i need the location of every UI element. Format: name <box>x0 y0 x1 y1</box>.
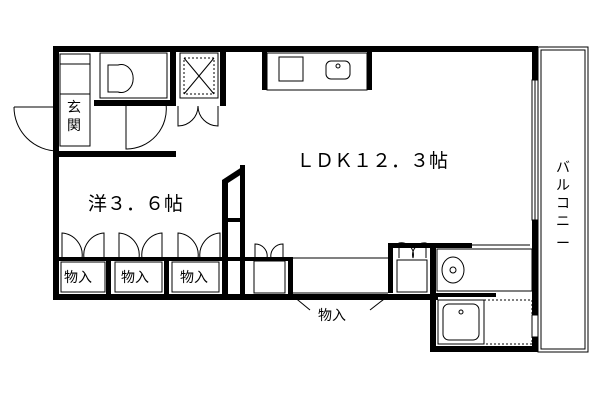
toilet-room <box>99 52 168 99</box>
entrance-label-1: 玄 <box>67 99 81 116</box>
kitchen-counter <box>266 52 368 91</box>
closet-label: 物入 <box>180 270 208 286</box>
closet-label: 物入 <box>64 270 92 286</box>
washer-pan <box>179 52 219 99</box>
svg-text:ー: ー <box>556 236 570 252</box>
svg-text:ニ: ニ <box>556 214 570 230</box>
door-swing <box>125 103 167 150</box>
bathtub-icon <box>437 299 485 345</box>
entry-door-swing <box>13 106 59 152</box>
closet-label: 物入 <box>121 270 149 286</box>
sink-icon <box>325 60 351 80</box>
closet-label: 物入 <box>318 308 346 324</box>
ldk-label: ＬＤＫ１２．３帖 <box>296 150 448 172</box>
svg-text:コ: コ <box>556 196 570 212</box>
fixtures <box>13 46 589 353</box>
svg-text:バ: バ <box>556 160 570 176</box>
svg-text:ル: ル <box>556 178 570 194</box>
western-room-label: 洋３．６帖 <box>88 193 183 215</box>
balcony-label: バ ル コ ニ ー <box>556 160 570 252</box>
window <box>531 314 539 338</box>
entrance-label-2: 関 <box>67 118 81 134</box>
toilet-icon <box>107 64 134 93</box>
stove-icon <box>278 56 304 82</box>
shoe-box <box>59 53 91 95</box>
